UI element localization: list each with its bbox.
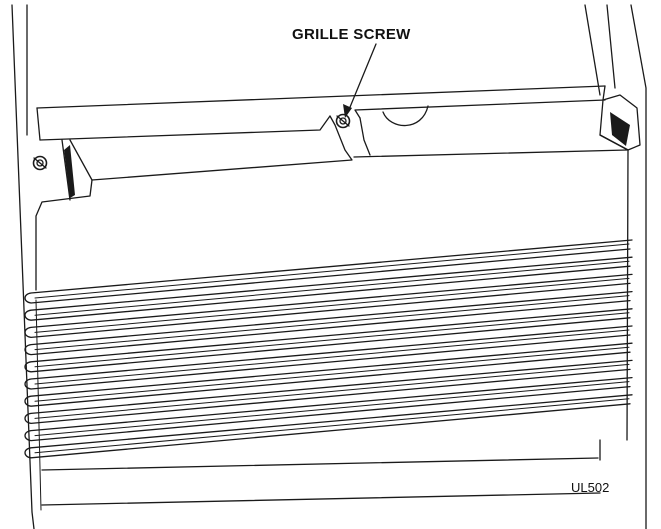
grille-louver-slat bbox=[24, 239, 633, 304]
grille-louver-slat bbox=[24, 290, 633, 356]
grille-upper-panel bbox=[35, 105, 628, 291]
grille-louver-slat bbox=[24, 325, 633, 390]
grille-louvers bbox=[24, 239, 633, 459]
grille-louver-slat bbox=[24, 308, 633, 373]
grille-louver-slat bbox=[24, 359, 633, 425]
grille-bottom-edge bbox=[41, 457, 601, 506]
top-trim-rail bbox=[36, 85, 606, 141]
grille-louver-slat bbox=[24, 376, 633, 442]
callout-leader-arrow bbox=[343, 43, 377, 118]
grille-louver-slat bbox=[24, 342, 633, 407]
right-corner-bracket bbox=[599, 94, 641, 151]
side-screw bbox=[32, 155, 48, 171]
grille-screw-label: GRILLE SCREW bbox=[292, 26, 411, 43]
grille-louver-slat bbox=[24, 394, 633, 459]
grille-louver-slat bbox=[24, 273, 633, 339]
grille-louver-slat bbox=[24, 256, 633, 321]
figure-reference-code: UL502 bbox=[571, 480, 609, 495]
right-cabinet-frame bbox=[584, 4, 647, 529]
grille-screw[interactable] bbox=[335, 113, 351, 129]
